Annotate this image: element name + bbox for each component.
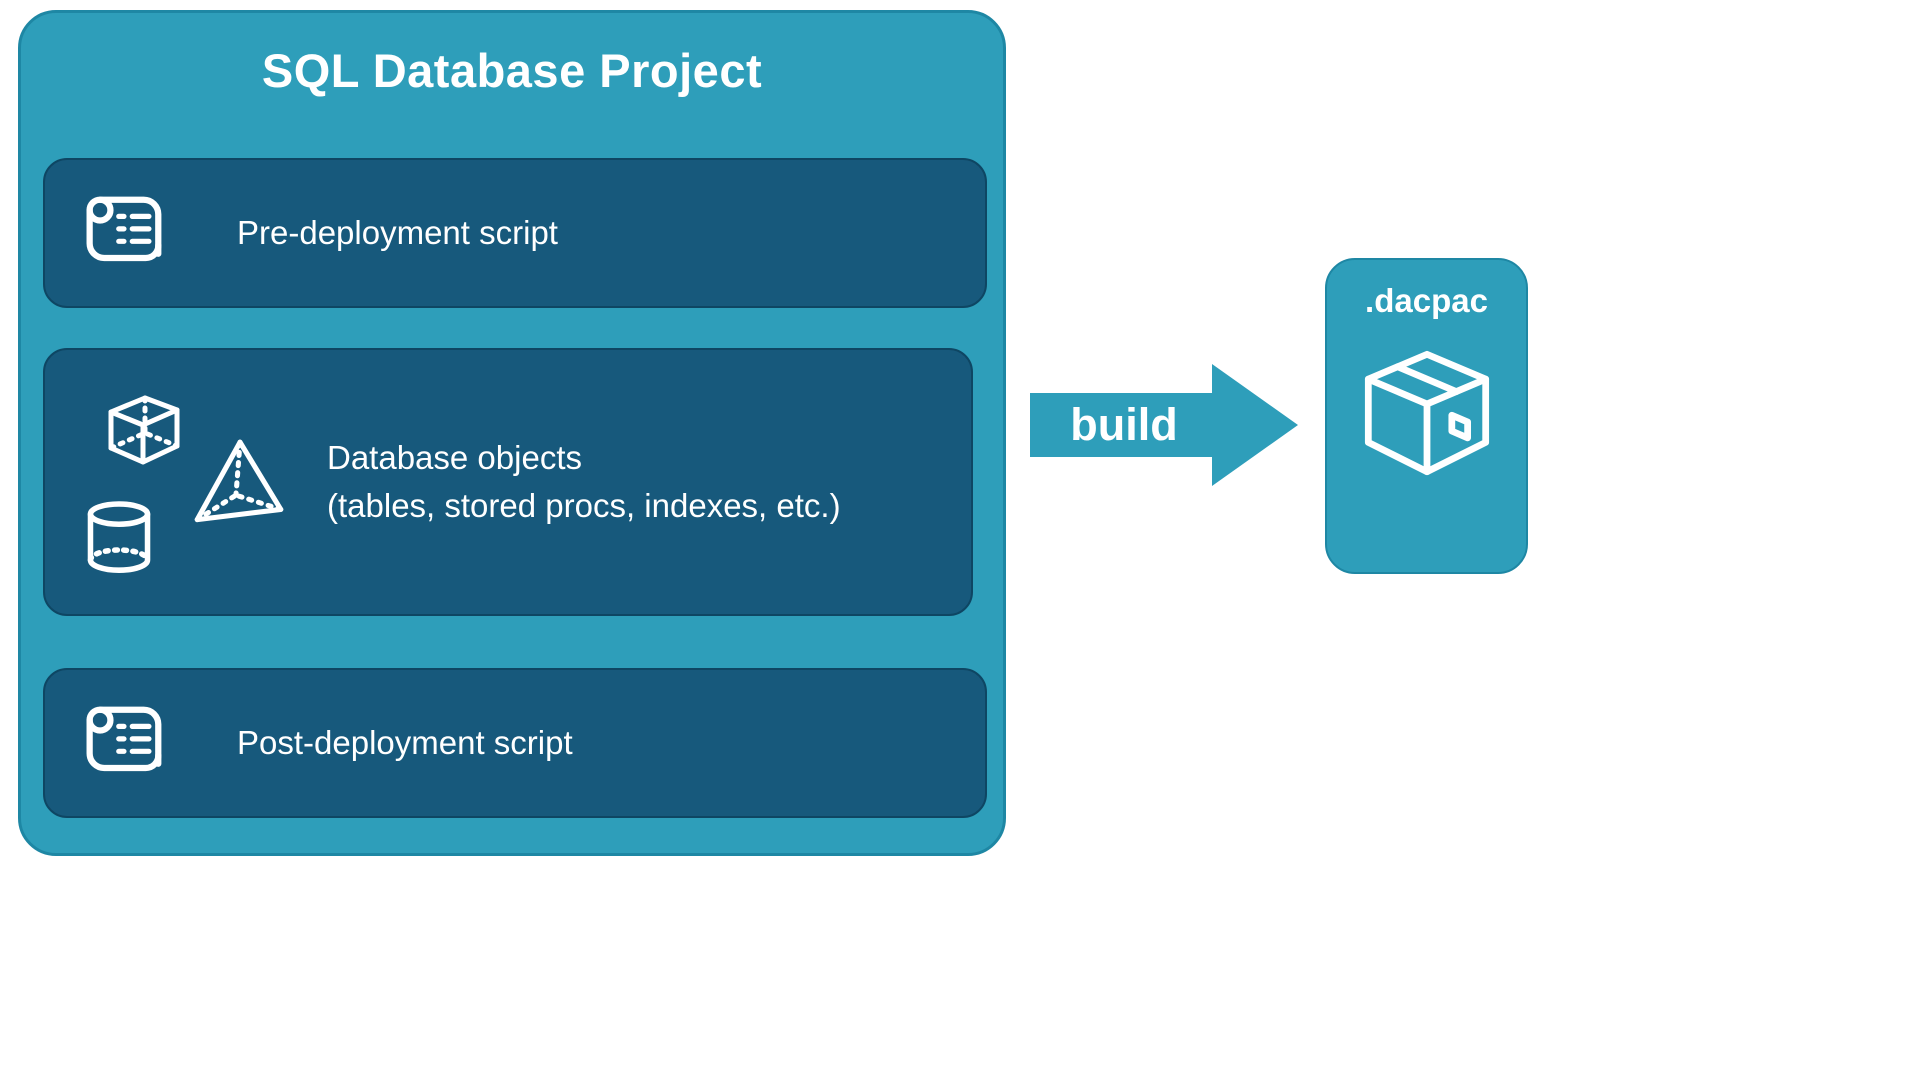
package-icon (1364, 350, 1489, 476)
dacpac-box: .dacpac (1325, 258, 1528, 574)
sql-database-project-container: SQL Database Project Pre-deployment scri… (18, 10, 1006, 856)
database-objects-line2: (tables, stored procs, indexes, etc.) (327, 487, 841, 524)
post-deployment-label: Post-deployment script (237, 724, 573, 761)
database-objects-box: Database objects (tables, stored procs, … (43, 348, 973, 616)
post-deployment-box: Post-deployment script (43, 668, 987, 818)
pre-deployment-box: Pre-deployment script (43, 158, 987, 308)
database-objects-line1: Database objects (327, 439, 582, 476)
cylinder-icon (87, 501, 151, 573)
scroll-icon (86, 196, 162, 262)
dacpac-title: .dacpac (1365, 282, 1488, 319)
database-objects-label: Database objects (tables, stored procs, … (327, 434, 841, 530)
pre-deployment-label: Pre-deployment script (237, 214, 558, 251)
build-label: build (1070, 399, 1178, 450)
scroll-icon (86, 706, 162, 772)
arrow-right-icon (1030, 364, 1298, 486)
project-title: SQL Database Project (261, 44, 763, 97)
pyramid-icon (194, 439, 284, 523)
cube-icon (108, 395, 180, 465)
build-arrow: build (1030, 360, 1302, 490)
